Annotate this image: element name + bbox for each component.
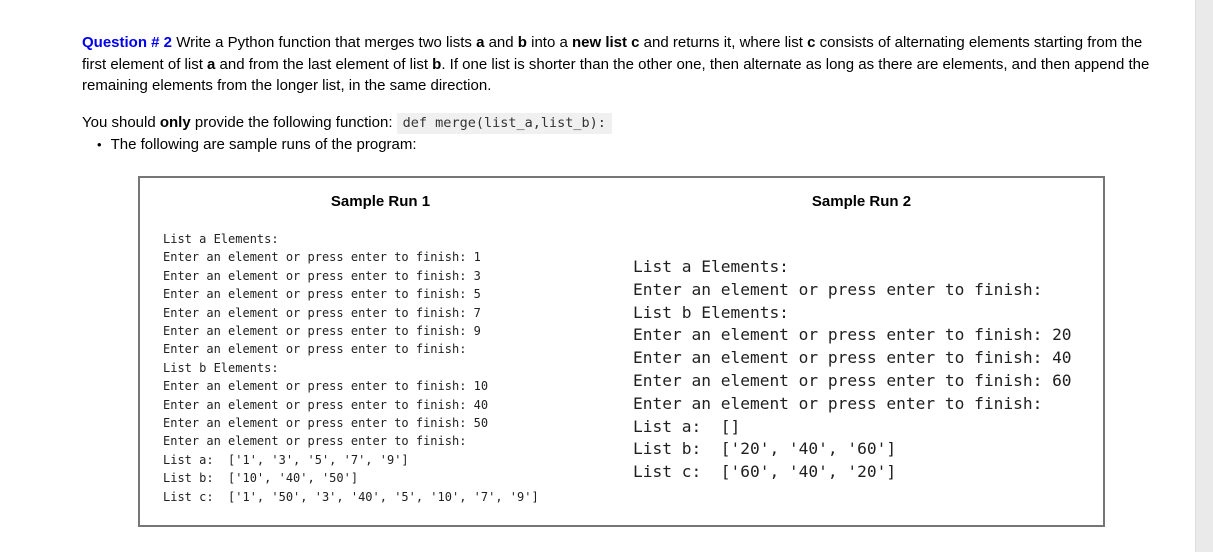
console-line: Enter an element or press enter to finis… <box>163 397 489 412</box>
console-line: Enter an element or press enter to finis… <box>163 324 481 339</box>
bullet-icon: • <box>97 137 102 152</box>
text-segment: . If one list is shorter than the other … <box>82 55 1150 95</box>
sample-run-2-console: List a Elements: Enter an element or pres… <box>633 256 1072 484</box>
bullet-list-item: • The following are sample runs of the p… <box>97 136 417 153</box>
console-line: Enter an element or press enter to finis… <box>163 416 489 431</box>
console-line: Enter an element or press enter to finis… <box>163 268 481 283</box>
console-line: Enter an element or press enter to finis… <box>163 287 481 302</box>
console-line: List a: ['1', '3', '5', '7', '9'] <box>163 452 409 467</box>
text-segment: You should <box>82 114 160 131</box>
console-line: List b Elements: <box>633 302 789 322</box>
console-line: List c: ['1', '50', '3', '40', '5', '10'… <box>163 489 539 504</box>
sample-run-1-title: Sample Run 1 <box>330 193 431 210</box>
text-segment: a <box>207 55 216 73</box>
text-segment: and <box>484 34 518 51</box>
text-segment: into a <box>526 34 572 51</box>
question-instruction-paragraph: You should only provide the following fu… <box>82 112 1154 134</box>
text-segment: def merge(list_a,list_b): <box>396 113 612 134</box>
console-line: Enter an element or press enter to finis… <box>633 393 1043 413</box>
console-line: List b: ['20', '40', '60'] <box>633 439 897 459</box>
text-segment: Question # 2 <box>82 34 173 51</box>
text-segment: c <box>807 34 816 51</box>
text-segment: and from the last element of list <box>215 55 433 73</box>
text-segment: provide the following function: <box>190 114 397 131</box>
console-line: List b Elements: <box>163 360 279 375</box>
sample-run-1-console: List a Elements: Enter an element or pres… <box>163 230 539 506</box>
console-line: List b: ['10', '40', '50'] <box>163 471 359 486</box>
text-segment: b <box>432 55 442 73</box>
console-line: Enter an element or press enter to finis… <box>633 279 1043 299</box>
sample-run-2-title: Sample Run 2 <box>811 193 912 210</box>
text-segment: new list c <box>571 34 640 51</box>
sample-runs-box: Sample Run 1 Sample Run 2 List a Element… <box>138 176 1105 527</box>
console-line: List a Elements: <box>633 257 789 276</box>
text-segment: and returns it, where list <box>639 34 808 51</box>
console-line: Enter an element or press enter to finis… <box>163 379 489 394</box>
console-line: List c: ['60', '40', '20'] <box>633 462 897 482</box>
question-intro-paragraph: Question # 2 Write a Python function tha… <box>82 32 1154 97</box>
text-segment: Write a Python function that merges two … <box>172 34 477 51</box>
console-line: Enter an element or press enter to finis… <box>163 434 467 449</box>
text-segment: b <box>517 34 527 51</box>
console-line: Enter an element or press enter to finis… <box>163 305 481 320</box>
text-segment: only <box>159 114 191 131</box>
console-line: List a: [] <box>633 416 741 436</box>
console-line: Enter an element or press enter to finis… <box>633 348 1072 368</box>
vertical-scrollbar[interactable] <box>1195 0 1213 552</box>
console-line: Enter an element or press enter to finis… <box>163 250 481 265</box>
console-line: Enter an element or press enter to finis… <box>633 370 1072 390</box>
console-line: Enter an element or press enter to finis… <box>163 342 467 357</box>
console-line: List a Elements: <box>163 232 279 246</box>
bullet-text: The following are sample runs of the pro… <box>110 136 417 153</box>
text-segment: a <box>476 34 485 51</box>
console-line: Enter an element or press enter to finis… <box>633 325 1072 345</box>
text-segment: consists of alternating elements startin… <box>82 34 1143 73</box>
